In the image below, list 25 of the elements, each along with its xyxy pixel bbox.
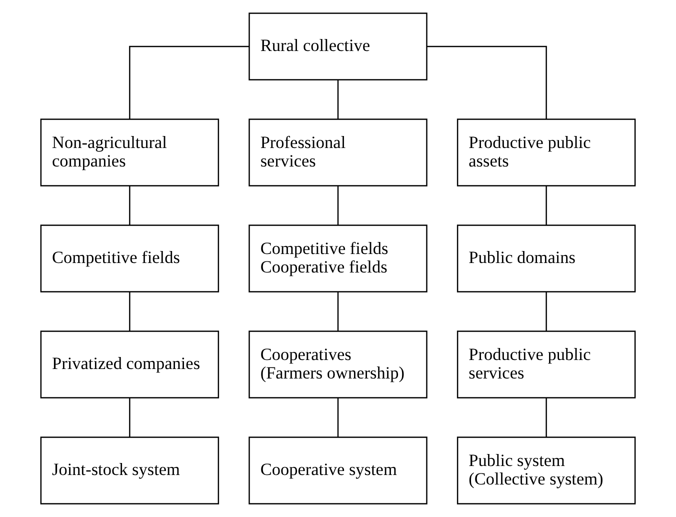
connector bbox=[337, 80, 339, 120]
node-box: Productive public services bbox=[456, 330, 636, 398]
connector bbox=[546, 398, 547, 438]
node-box: Public domains bbox=[456, 224, 636, 292]
connector bbox=[337, 292, 339, 332]
node-box: Privatized companies bbox=[40, 330, 220, 398]
node-box: Competitive fields bbox=[40, 224, 220, 292]
node-box: Productive public assets bbox=[456, 118, 636, 186]
connector bbox=[337, 186, 339, 226]
node-box: Non-agricultural companies bbox=[40, 118, 220, 186]
node-box: Public system (Collective system) bbox=[456, 436, 636, 504]
connector bbox=[129, 186, 130, 226]
node-box: Joint-stock system bbox=[40, 436, 220, 504]
node-box: Cooperative system bbox=[248, 436, 428, 504]
connector bbox=[129, 46, 250, 119]
connector bbox=[337, 398, 339, 438]
connector bbox=[546, 186, 547, 226]
node-box: Cooperatives (Farmers ownership) bbox=[248, 330, 428, 398]
connector bbox=[426, 46, 547, 119]
connector bbox=[129, 398, 130, 438]
node-box: Professional services bbox=[248, 118, 428, 186]
node-box: Competitive fields Cooperative fields bbox=[248, 224, 428, 292]
node-box: Rural collective bbox=[248, 12, 428, 80]
connector bbox=[546, 292, 547, 332]
connector bbox=[129, 292, 130, 332]
